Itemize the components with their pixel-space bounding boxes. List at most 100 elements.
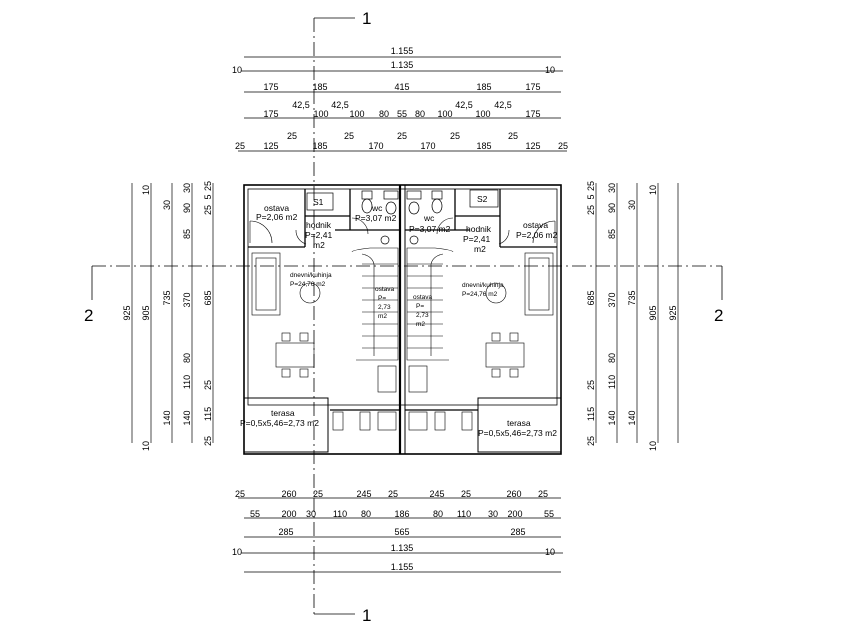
- right-dim-c4-5: 80: [607, 353, 617, 363]
- right-dim-10b: 10: [648, 441, 658, 451]
- wc-fixtures: [361, 190, 443, 245]
- room-ostava-left-area: P=2,06 m2: [256, 212, 298, 222]
- room-ostava-left-name: ostava: [264, 203, 289, 213]
- stair-left-label-4: m2: [378, 313, 387, 320]
- left-dim-c4-1: 30: [182, 183, 192, 193]
- top-dim-r6-5: 25: [508, 131, 518, 141]
- top-dim-r4-3: 42,5: [455, 100, 473, 110]
- left-dim-c3-2: 735: [162, 290, 172, 305]
- top-dim-r6-2: 25: [344, 131, 354, 141]
- left-dim-c3-3: 140: [162, 410, 172, 425]
- bot-dim-r1-9: 25: [538, 489, 548, 499]
- top-dim-r5-1: 175: [263, 109, 278, 119]
- top-dim-r4-2: 42,5: [331, 100, 349, 110]
- top-dim-r6-1: 25: [287, 131, 297, 141]
- top-dim-1135: 1.135: [391, 60, 414, 70]
- bot-dim-r1-6: 245: [429, 489, 444, 499]
- bot-dim-r2-11: 55: [544, 509, 554, 519]
- room-terasa-right-area: P=0,5x5,46=2,73 m2: [478, 428, 557, 438]
- bot-dim-r3-3: 285: [510, 527, 525, 537]
- right-dim-c5-2: 5: [586, 194, 596, 199]
- left-dim-c5-2: 5: [203, 194, 213, 199]
- left-dim-c5-1: 25: [203, 181, 213, 191]
- stair-right-label-1: ostava: [413, 294, 433, 301]
- top-dim-r7-8: 25: [558, 141, 568, 151]
- left-dim-c5-4: 685: [203, 290, 213, 305]
- section-label-right: 2: [714, 306, 723, 325]
- room-ostava-right-name: ostava: [523, 220, 548, 230]
- terraces: [243, 397, 562, 453]
- bot-dim-r2-9: 30: [488, 509, 498, 519]
- bot-dim-r2-6: 186: [394, 509, 409, 519]
- section-label-bottom: 1: [362, 606, 371, 624]
- room-dk-right-area: P=24,76 m2: [462, 291, 498, 298]
- left-dim-c4-6: 110: [182, 375, 192, 389]
- room-wc-right-name: wc: [423, 213, 435, 223]
- top-dim-r5-3: 100: [349, 109, 364, 119]
- room-terasa-left-area: P=0,5x5,46=2,73 m2: [240, 418, 319, 428]
- top-dim-r6-4: 25: [450, 131, 460, 141]
- top-dim-r3-3: 415: [394, 82, 409, 92]
- right-dimension-lines: [595, 183, 679, 443]
- top-dim-r5-8: 100: [475, 109, 490, 119]
- bot-dim-r1-7: 25: [461, 489, 471, 499]
- left-dim-c4-4: 370: [182, 292, 192, 307]
- interior-walls: [248, 189, 557, 411]
- s2-box: [469, 189, 499, 208]
- top-dim-10-right: 10: [545, 65, 555, 75]
- left-dim-10b: 10: [141, 441, 151, 451]
- furniture-left: [251, 252, 397, 431]
- bot-dim-r3-2: 565: [394, 527, 409, 537]
- left-dim-905: 905: [141, 305, 151, 320]
- right-dim-c4-2: 90: [607, 203, 617, 213]
- right-dim-925: 925: [668, 305, 678, 320]
- bot-dim-r4-3: 10: [545, 547, 555, 557]
- room-hodnik-left-name: hodnik: [306, 220, 332, 230]
- room-wc-right-area: P=3,07 m2: [409, 224, 451, 234]
- room-hodnik-right-area1: P=2,41: [463, 234, 490, 244]
- room-dk-left-name: dnevni/kuhinja: [290, 272, 332, 279]
- bot-dim-r2-8: 110: [457, 509, 471, 519]
- top-dim-r7-5: 170: [420, 141, 435, 151]
- bot-dim-r2-4: 110: [333, 509, 347, 519]
- bot-dim-r2-7: 80: [433, 509, 443, 519]
- top-dim-r6-3: 25: [397, 131, 407, 141]
- top-dim-r7-2: 125: [263, 141, 278, 151]
- room-hodnik-right-area2: m2: [474, 244, 486, 254]
- right-dim-c4-4: 370: [607, 292, 617, 307]
- room-hodnik-left-area2: m2: [313, 240, 325, 250]
- top-dim-r5-2: 100: [313, 109, 328, 119]
- right-dim-c5-7: 25: [586, 436, 596, 446]
- room-terasa-left-name: terasa: [271, 408, 295, 418]
- top-dim-r7-7: 125: [525, 141, 540, 151]
- left-dim-c5-6: 115: [203, 407, 213, 421]
- bot-dim-r1-5: 25: [388, 489, 398, 499]
- bot-dim-r4-2: 1.135: [391, 543, 414, 553]
- room-hodnik-right-name: hodnik: [466, 224, 492, 234]
- left-dim-c5-3: 25: [203, 205, 213, 215]
- right-dim-c3-2: 735: [627, 290, 637, 305]
- staircase-right: [406, 247, 454, 361]
- section-label-top: 1: [362, 9, 371, 28]
- top-dim-r7-1: 25: [235, 141, 245, 151]
- left-dimension-lines: [131, 183, 214, 443]
- bot-dim-r1-1: 25: [235, 489, 245, 499]
- top-dim-r3-5: 175: [525, 82, 540, 92]
- s1-box: [306, 192, 334, 211]
- section-line-1: [313, 17, 355, 615]
- bot-dim-r1-3: 25: [313, 489, 323, 499]
- right-dim-c4-7: 140: [607, 410, 617, 425]
- stair-left-label-2: P=: [378, 295, 386, 302]
- bot-dim-r1-8: 260: [506, 489, 521, 499]
- right-dim-c4-6: 110: [607, 375, 617, 389]
- room-dk-left-area: P=24,76 m2: [290, 281, 326, 288]
- top-dim-r5-5: 55: [397, 109, 407, 119]
- bot-dim-r2-1: 55: [250, 509, 260, 519]
- right-dim-c5-6: 115: [586, 407, 596, 421]
- top-dim-r5-7: 100: [437, 109, 452, 119]
- right-dim-c3-3: 140: [627, 410, 637, 425]
- top-dim-r7-3: 185: [312, 141, 327, 151]
- room-wc-left-name: wc: [371, 203, 383, 213]
- top-dim-r4-4: 42,5: [494, 100, 512, 110]
